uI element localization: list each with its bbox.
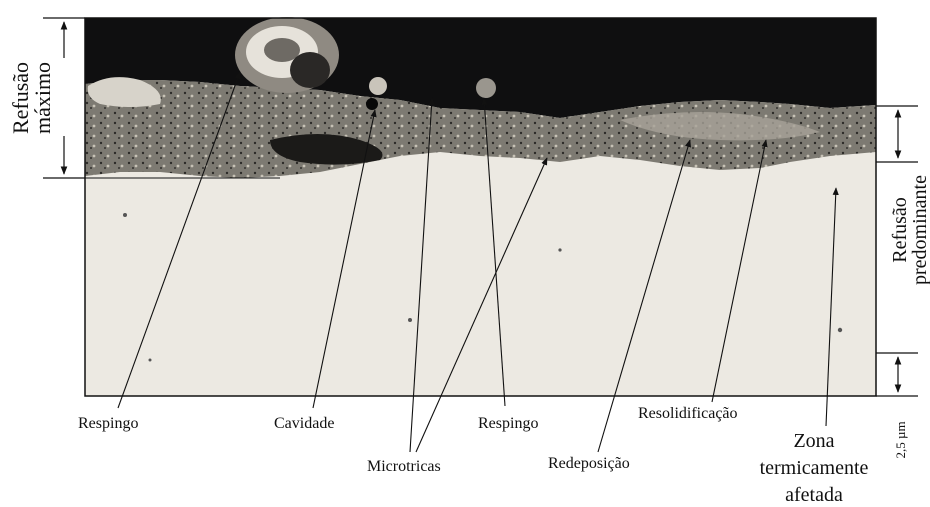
pore <box>558 248 561 251</box>
label-respingo-left: Respingo <box>78 415 138 432</box>
pore <box>838 328 842 332</box>
scale-bar <box>876 353 918 396</box>
label-cavidade: Cavidade <box>274 415 334 432</box>
label-resolidificacao: Resolidificação <box>638 405 738 422</box>
spatter-large <box>235 17 339 93</box>
pore <box>123 213 127 217</box>
label-microtricas: Microtricas <box>367 458 441 475</box>
refusao-maximo-label-2: máximo <box>30 62 55 134</box>
label-respingo-right: Respingo <box>478 415 538 432</box>
spatter-ball <box>476 78 496 98</box>
spatter-small-center <box>369 77 387 95</box>
pore <box>149 359 152 362</box>
refusao-predominante-marker <box>876 106 918 162</box>
label-zona-2: termicamente <box>760 457 869 479</box>
label-zona-3: afetada <box>785 484 843 506</box>
label-zona-1: Zona <box>793 430 834 452</box>
cavity <box>366 98 378 110</box>
scale-label: 2,5 µm <box>893 421 908 458</box>
micrograph <box>85 17 876 396</box>
refusao-predominante-label-2: predominante <box>909 175 930 285</box>
label-redeposicao: Redeposição <box>548 455 630 472</box>
refusao-predominante-label-1: Refusão <box>889 197 911 263</box>
pore <box>408 318 412 322</box>
